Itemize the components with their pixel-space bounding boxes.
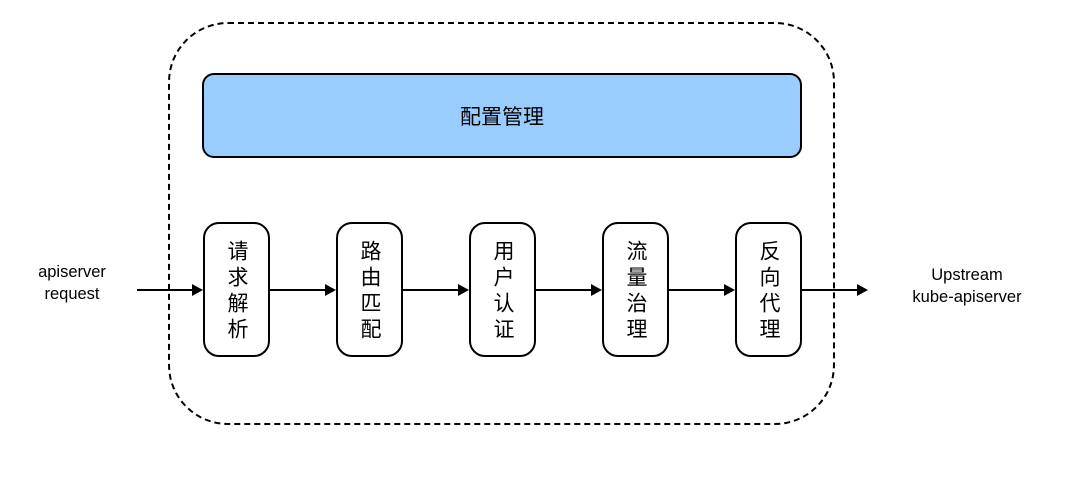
stage-label: 流量治理 xyxy=(624,240,647,344)
stage-box-user-authentication: 用户认证 xyxy=(469,222,536,357)
stage-label: 反向代理 xyxy=(757,240,780,344)
flow-arrow-out xyxy=(802,284,868,296)
config-management-label: 配置管理 xyxy=(460,105,544,129)
stage-label: 路由匹配 xyxy=(358,240,381,344)
flow-arrow xyxy=(536,284,602,296)
stage-label: 请求解析 xyxy=(225,240,248,344)
stage-box-route-matching: 路由匹配 xyxy=(336,222,403,357)
pipeline-boundary xyxy=(168,22,835,425)
flow-arrow-in xyxy=(137,284,203,296)
stage-label: 用户认证 xyxy=(491,240,514,344)
output-label: Upstream kube-apiserver xyxy=(912,266,1022,306)
flow-arrow xyxy=(669,284,735,296)
flow-arrow xyxy=(270,284,336,296)
stage-box-reverse-proxy: 反向代理 xyxy=(735,222,802,357)
stage-box-request-parsing: 请求解析 xyxy=(203,222,270,357)
config-management-box: 配置管理 xyxy=(202,73,802,158)
stage-box-traffic-governance: 流量治理 xyxy=(602,222,669,357)
input-label: apiserver request xyxy=(38,263,106,303)
flow-arrow xyxy=(403,284,469,296)
